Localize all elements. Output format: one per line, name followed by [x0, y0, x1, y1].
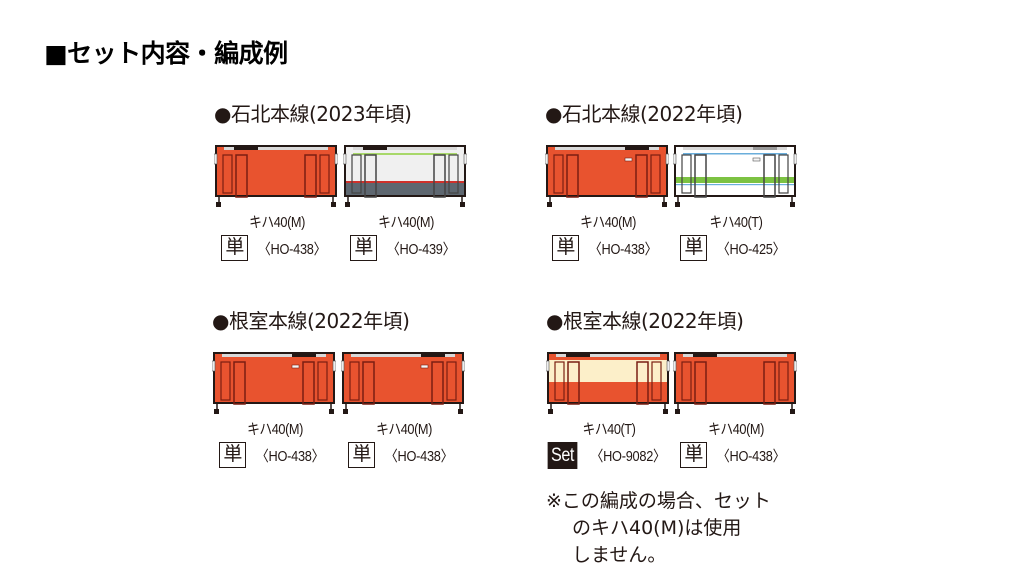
- car-item: キハ40(M) 単 〈HO-438〉: [673, 351, 799, 468]
- product-code-row: 単 〈HO-438〉: [341, 442, 467, 468]
- product-code-row: 単 〈HO-438〉: [545, 235, 671, 261]
- railcar-vermilion-illustration: [341, 351, 465, 415]
- single-item-badge: 単: [219, 442, 247, 468]
- page-title: ■セット内容・編成例: [44, 39, 288, 68]
- car-model-label: キハ40(M): [378, 214, 434, 231]
- product-code: 〈HO-439〉: [387, 240, 456, 258]
- section-title: ●根室本線(2022年頃): [212, 309, 410, 333]
- car-item: キハ40(T) Set 〈HO-9082〉: [546, 351, 672, 469]
- single-item-badge: 単: [680, 442, 708, 468]
- car-item: キハ40(M) 単 〈HO-438〉: [212, 351, 338, 468]
- section-title: ●根室本線(2022年頃): [546, 309, 744, 333]
- product-code: 〈HO-425〉: [717, 240, 786, 258]
- railcar-vermilion-illustration: [214, 144, 338, 208]
- note-line-1: ※この編成の場合、セット: [546, 490, 771, 512]
- car-model-label: キハ40(T): [709, 214, 763, 231]
- car-item: キハ40(M) 単 〈HO-438〉: [341, 351, 467, 468]
- product-code: 〈HO-438〉: [385, 447, 454, 465]
- product-code: 〈HO-438〉: [256, 447, 325, 465]
- car-model-label: キハ40(M): [249, 214, 305, 231]
- product-code: 〈HO-438〉: [589, 240, 658, 258]
- railcar-white-grey-illustration: [343, 144, 467, 208]
- note-line-3: しません。: [572, 544, 667, 566]
- car-model-label: キハ40(M): [708, 421, 764, 438]
- formation-section-nemuro-2022-a: ●根室本線(2022年頃) キハ40(M) 単 〈H: [212, 305, 482, 505]
- single-item-badge: 単: [348, 442, 376, 468]
- set-item-badge: Set: [548, 442, 578, 469]
- section-title: ●石北本線(2022年頃): [545, 102, 743, 126]
- product-code-row: Set 〈HO-9082〉: [546, 442, 672, 469]
- car-item: キハ40(M) 単 〈HO-438〉: [545, 144, 671, 261]
- product-code: 〈HO-438〉: [258, 240, 327, 258]
- single-item-badge: 単: [350, 235, 378, 261]
- product-code-row: 単 〈HO-438〉: [212, 442, 338, 468]
- single-item-badge: 単: [221, 235, 249, 261]
- formation-section-nemuro-2022-b: ●根室本線(2022年頃) キハ40(T) Set: [546, 305, 816, 505]
- car-model-label: キハ40(M): [580, 214, 636, 231]
- car-model-label: キハ40(M): [247, 421, 303, 438]
- car-model-label: キハ40(T): [582, 421, 636, 438]
- railcar-vermilion-illustration: [673, 351, 797, 415]
- car-model-label: キハ40(M): [376, 421, 432, 438]
- note-line-2: のキハ40(M)は使用: [572, 517, 742, 539]
- product-code-row: 単 〈HO-439〉: [343, 235, 469, 261]
- car-item: キハ40(M) 単 〈HO-439〉: [343, 144, 469, 261]
- product-code-row: 単 〈HO-425〉: [673, 235, 799, 261]
- product-code-row: 単 〈HO-438〉: [673, 442, 799, 468]
- railcar-vermilion-illustration: [545, 144, 669, 208]
- railcar-vermilion-illustration: [212, 351, 336, 415]
- railcar-white-green-illustration: [673, 144, 797, 208]
- formation-note: ※この編成の場合、セット のキハ40(M)は使用 しません。: [546, 488, 771, 569]
- product-code-row: 単 〈HO-438〉: [214, 235, 340, 261]
- formation-section-sekihoku-2022: ●石北本線(2022年頃) キハ40(M) 単 〈H: [545, 98, 815, 298]
- formation-section-sekihoku-2023: ●石北本線(2023年頃) キハ40(M) 単 〈HO-438〉: [214, 98, 484, 298]
- product-code: 〈HO-438〉: [717, 447, 786, 465]
- single-item-badge: 単: [680, 235, 708, 261]
- car-item: キハ40(T) 単 〈HO-425〉: [673, 144, 799, 261]
- car-item: キハ40(M) 単 〈HO-438〉: [214, 144, 340, 261]
- railcar-cream-vermilion-illustration: [546, 351, 670, 415]
- section-title: ●石北本線(2023年頃): [214, 102, 412, 126]
- single-item-badge: 単: [552, 235, 580, 261]
- product-code: 〈HO-9082〉: [591, 448, 666, 465]
